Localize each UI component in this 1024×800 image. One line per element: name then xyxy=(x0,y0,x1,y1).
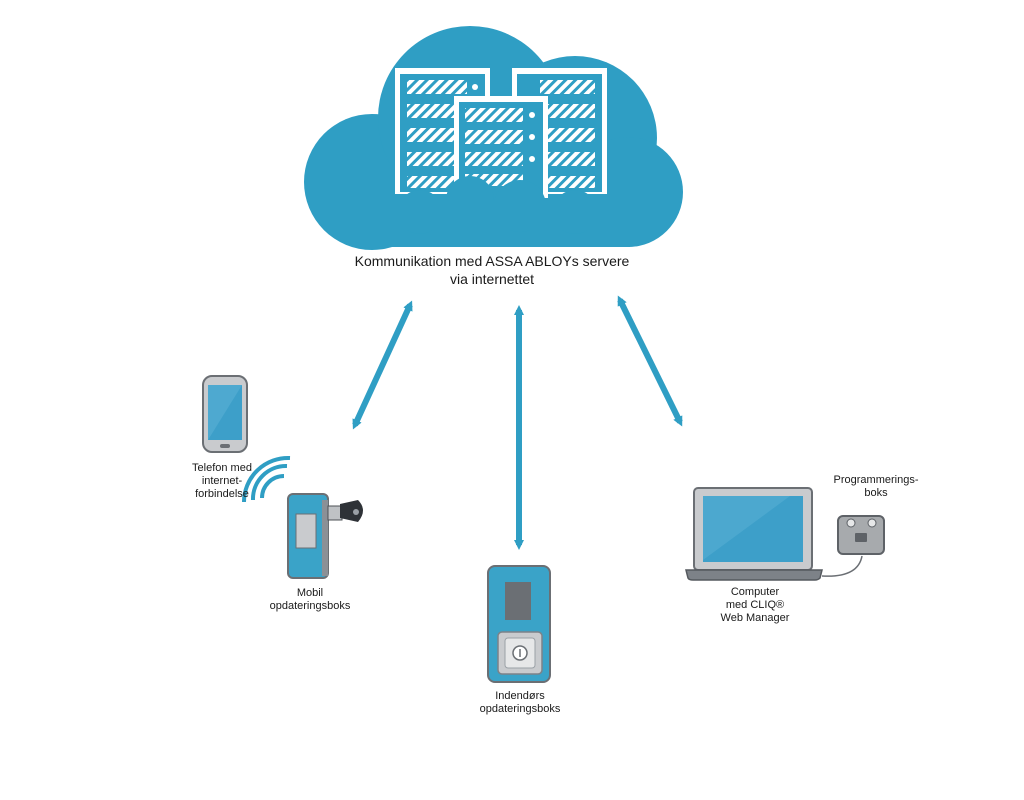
wifi-icon xyxy=(241,455,291,503)
mobile-box-label: Mobil opdateringsboks xyxy=(255,587,365,613)
laptop-icon xyxy=(685,487,823,581)
indoor-box-label: Indendørs opdateringsboks xyxy=(460,690,580,716)
cloud-caption-line1: Kommunikation med ASSA ABLOYs servere xyxy=(354,253,630,269)
computer-label-line2: med CLIQ® xyxy=(725,599,785,611)
arrow-left xyxy=(352,300,413,430)
cable-icon xyxy=(821,555,863,577)
phone-label: Telefon med internet- forbindelse xyxy=(180,462,264,501)
indoor-box-label-line1: Indendørs xyxy=(495,690,545,702)
computer-label: Computer med CLIQ® Web Manager xyxy=(690,586,820,625)
phone-label-line3: forbindelse xyxy=(195,488,249,500)
indoor-update-box-icon xyxy=(487,565,551,683)
phone-label-line1: Telefon med xyxy=(192,462,252,474)
arrow-right xyxy=(617,295,683,427)
computer-label-line1: Computer xyxy=(730,586,780,598)
phone-label-line2: internet- xyxy=(201,475,243,487)
mobile-box-label-line2: opdateringsboks xyxy=(269,600,351,612)
mobile-update-box-icon xyxy=(287,493,363,579)
indoor-box-label-line2: opdateringsboks xyxy=(479,703,561,715)
mobile-box-label-line1: Mobil xyxy=(296,587,324,599)
cloud-caption: Kommunikation med ASSA ABLOYs servere vi… xyxy=(312,252,672,288)
programming-box-label: Programmerings- boks xyxy=(826,474,926,500)
programming-box-icon xyxy=(837,515,885,555)
programming-box-label-line1: Programmerings- xyxy=(833,474,919,486)
computer-label-line3: Web Manager xyxy=(720,612,790,624)
server-rack-icon xyxy=(395,68,607,234)
cloud-caption-line2: via internettet xyxy=(449,271,535,287)
key-icon xyxy=(327,500,363,522)
programming-box-label-line2: boks xyxy=(864,487,888,499)
smartphone-icon xyxy=(202,375,248,453)
